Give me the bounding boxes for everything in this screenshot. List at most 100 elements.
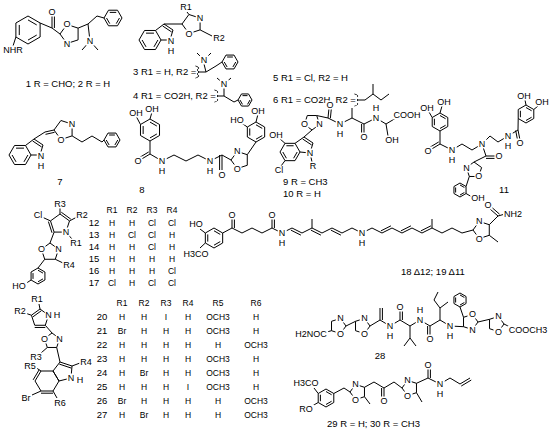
double-bond — [430, 369, 431, 378]
table-cell: H — [128, 267, 136, 276]
double-bond — [59, 364, 71, 368]
bond — [223, 228, 282, 233]
bond — [217, 96, 224, 97]
aromatic-bond — [227, 57, 233, 58]
table-cell: OCH3 — [205, 327, 231, 336]
table-cell: H — [162, 369, 170, 378]
bond — [410, 338, 416, 346]
table-header: R3 — [160, 299, 173, 308]
double-bond — [330, 108, 331, 118]
aromatic-bond — [142, 40, 146, 47]
compound-number: 22 — [96, 340, 109, 350]
table-cell: OCH3 — [205, 355, 231, 364]
benzene-ring — [454, 293, 466, 307]
atom-label: R3 — [53, 200, 67, 209]
bond — [518, 119, 519, 131]
bond — [429, 112, 432, 118]
table-cell: H — [184, 369, 192, 378]
bond — [525, 100, 526, 105]
atom-label: H — [504, 142, 513, 151]
atom-label: OH — [516, 92, 532, 101]
atom-label: HO — [188, 220, 204, 229]
compound-caption: 29 R = H; 30 R = CH3 — [326, 419, 421, 429]
atom-label: O — [423, 147, 432, 156]
bond — [344, 388, 350, 392]
atom-label: OH — [128, 109, 144, 118]
bond — [357, 94, 389, 100]
atom-label: N — [436, 380, 445, 389]
atom-label: HO — [229, 116, 245, 125]
atom-label: O — [494, 152, 503, 161]
atom-label: N — [55, 334, 64, 343]
table-cell: H — [108, 219, 116, 228]
table-cell: Cl — [167, 279, 177, 288]
table-cell: H — [168, 243, 176, 252]
table-cell: H — [214, 411, 222, 420]
bond — [384, 382, 394, 388]
bond — [52, 16, 53, 28]
table-header: R1 — [106, 206, 119, 215]
atom-label: N — [494, 312, 503, 321]
atom-label: O — [360, 329, 369, 338]
table-cell: H — [162, 327, 170, 336]
table-header: R4 — [182, 299, 195, 308]
compound-number: 26 — [96, 396, 109, 406]
compound-number: 20 — [96, 312, 109, 322]
atom-label: N — [475, 217, 484, 226]
atom-label: N — [462, 163, 471, 172]
atom-label: O — [227, 211, 236, 220]
compound-number: 7 — [56, 177, 63, 187]
aromatic-bond — [326, 392, 332, 395]
bond — [434, 292, 440, 320]
table-cell: OCH3 — [205, 313, 231, 322]
bond — [216, 62, 222, 66]
double-bond — [33, 141, 42, 147]
table-cell: H — [184, 341, 192, 350]
atom-label: H — [158, 167, 167, 176]
aromatic-bond — [520, 111, 521, 117]
atom-label: O — [359, 133, 368, 142]
bond — [314, 388, 318, 394]
table-header: R2 — [138, 299, 151, 308]
bond — [42, 217, 50, 221]
aromatic-bond — [455, 187, 456, 192]
table-cell: Cl — [167, 267, 177, 276]
table-cell: Cl — [107, 279, 117, 288]
bond — [222, 155, 231, 160]
bond — [440, 302, 448, 308]
atom-label: N — [167, 37, 176, 46]
atom-label: O — [483, 201, 492, 210]
atom-label: R2 — [212, 34, 226, 43]
bond — [328, 108, 329, 118]
table-cell: Br — [139, 411, 150, 420]
aromatic-bond — [16, 148, 24, 149]
table-cell: H — [128, 279, 136, 288]
aromatic-bond — [19, 25, 20, 35]
double-bond — [33, 311, 42, 317]
aromatic-bond — [150, 122, 157, 126]
aromatic-bond — [248, 100, 251, 104]
bond — [39, 304, 40, 309]
atom-label: N — [37, 152, 46, 161]
bond — [200, 30, 212, 36]
table-cell: Br — [117, 327, 128, 336]
double-bond — [331, 230, 341, 235]
compound-number: 11 — [498, 185, 510, 195]
table-cell: H — [118, 383, 126, 392]
atom-label: N — [63, 39, 72, 48]
compound-caption: 9 R = CH3 — [282, 177, 329, 187]
bond — [53, 391, 57, 398]
aromatic-bond — [242, 95, 247, 96]
aromatic-bond — [283, 152, 287, 158]
table-cell: H — [108, 231, 116, 240]
atom-label: N — [158, 157, 167, 166]
table-cell: H — [118, 355, 126, 364]
compound-number: 17 — [88, 278, 101, 288]
aromatic-bond — [146, 33, 154, 34]
table-cell: H — [140, 313, 148, 322]
double-bond — [402, 311, 403, 320]
table-cell: H — [252, 383, 260, 392]
aromatic-bond — [440, 116, 446, 119]
bond — [460, 378, 470, 384]
